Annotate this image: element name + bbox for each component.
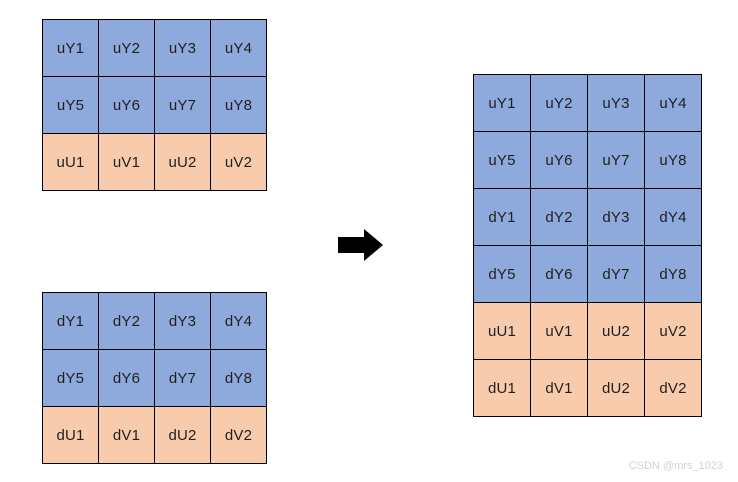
cell-dY7: dY7 (155, 350, 211, 407)
cell-dU1: dU1 (474, 360, 531, 417)
cell-dY7: dY7 (588, 246, 645, 303)
cell-dY3: dY3 (155, 293, 211, 350)
cell-dY1: dY1 (43, 293, 99, 350)
cell-uV1: uV1 (531, 303, 588, 360)
cell-dV1: dV1 (99, 407, 155, 464)
cell-dU2: dU2 (155, 407, 211, 464)
cell-dV1: dV1 (531, 360, 588, 417)
cell-dV2: dV2 (645, 360, 702, 417)
cell-uU1: uU1 (474, 303, 531, 360)
cell-uY4: uY4 (645, 75, 702, 132)
cell-dY1: dY1 (474, 189, 531, 246)
cell-dY2: dY2 (99, 293, 155, 350)
cell-uY8: uY8 (645, 132, 702, 189)
cell-uY5: uY5 (474, 132, 531, 189)
cell-dY2: dY2 (531, 189, 588, 246)
cell-dV2: dV2 (211, 407, 267, 464)
cell-uU2: uU2 (588, 303, 645, 360)
cell-uY1: uY1 (43, 20, 99, 77)
cell-dY5: dY5 (474, 246, 531, 303)
cell-uY2: uY2 (531, 75, 588, 132)
right-arrow-icon (338, 229, 383, 261)
cell-uY8: uY8 (211, 77, 267, 134)
cell-uY4: uY4 (211, 20, 267, 77)
cell-dY8: dY8 (645, 246, 702, 303)
cell-uY2: uY2 (99, 20, 155, 77)
cell-dY4: dY4 (211, 293, 267, 350)
cell-uY3: uY3 (588, 75, 645, 132)
cell-uY1: uY1 (474, 75, 531, 132)
watermark: CSDN @mrs_1023 (628, 460, 723, 472)
cell-uY7: uY7 (155, 77, 211, 134)
cell-dU2: dU2 (588, 360, 645, 417)
cell-uV1: uV1 (99, 134, 155, 191)
cell-uY3: uY3 (155, 20, 211, 77)
cell-dY5: dY5 (43, 350, 99, 407)
cell-uY5: uY5 (43, 77, 99, 134)
cell-dY8: dY8 (211, 350, 267, 407)
cell-dY4: dY4 (645, 189, 702, 246)
cell-dY3: dY3 (588, 189, 645, 246)
cell-uY7: uY7 (588, 132, 645, 189)
cell-uV2: uV2 (211, 134, 267, 191)
cell-dY6: dY6 (99, 350, 155, 407)
cell-uV2: uV2 (645, 303, 702, 360)
cell-uY6: uY6 (531, 132, 588, 189)
cell-dY6: dY6 (531, 246, 588, 303)
cell-uY6: uY6 (99, 77, 155, 134)
cell-uU1: uU1 (43, 134, 99, 191)
cell-uU2: uU2 (155, 134, 211, 191)
cell-dU1: dU1 (43, 407, 99, 464)
